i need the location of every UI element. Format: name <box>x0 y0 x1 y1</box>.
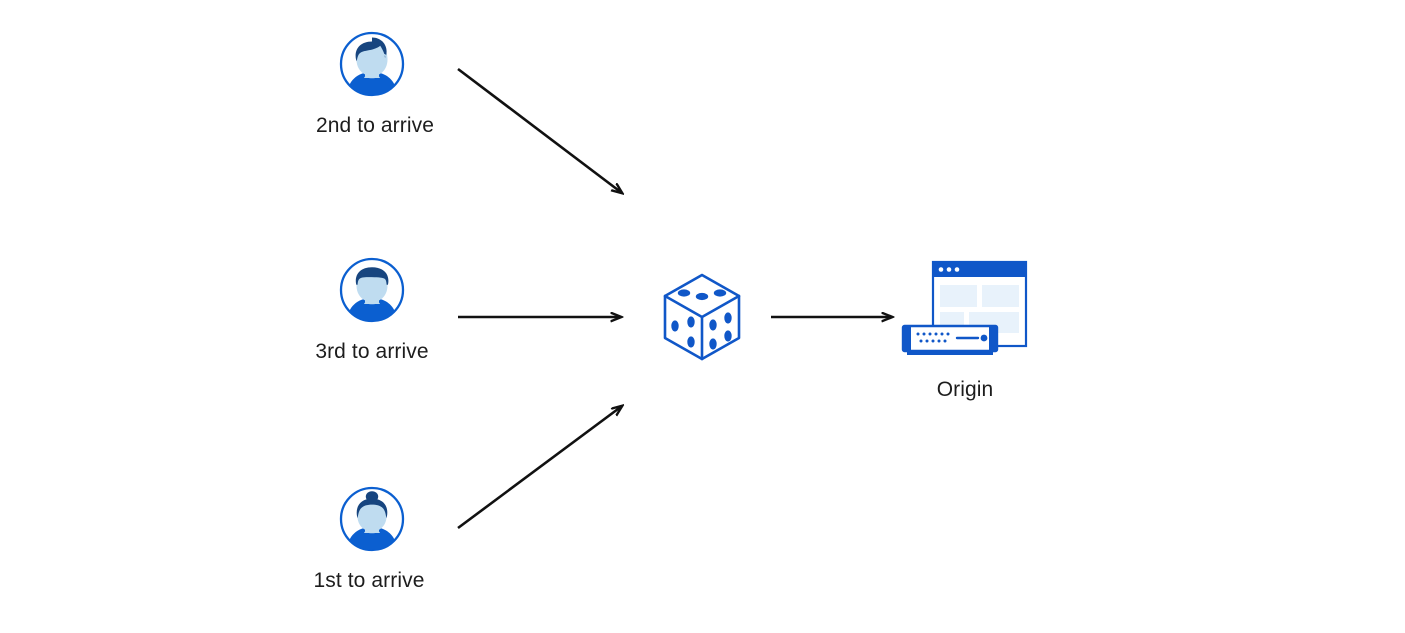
client-avatar-first[interactable] <box>338 485 406 553</box>
client-label-first: 1st to arrive <box>313 569 425 592</box>
origin-label: Origin <box>936 378 994 401</box>
client-label-third: 3rd to arrive <box>315 340 429 363</box>
user-avatar-icon <box>339 31 405 97</box>
user-avatar-icon <box>339 486 405 552</box>
client-avatar-third[interactable] <box>338 256 406 324</box>
user-avatar-icon <box>339 257 405 323</box>
client-avatar-second[interactable] <box>338 30 406 98</box>
random-balancer[interactable] <box>660 272 744 362</box>
client-label-second: 2nd to arrive <box>315 114 435 137</box>
dice-icon <box>663 273 741 361</box>
browser-window-server-icon <box>901 260 1028 355</box>
server-device <box>901 324 999 355</box>
origin-node[interactable] <box>900 258 1030 358</box>
arrow-first-to-dice <box>457 406 622 530</box>
